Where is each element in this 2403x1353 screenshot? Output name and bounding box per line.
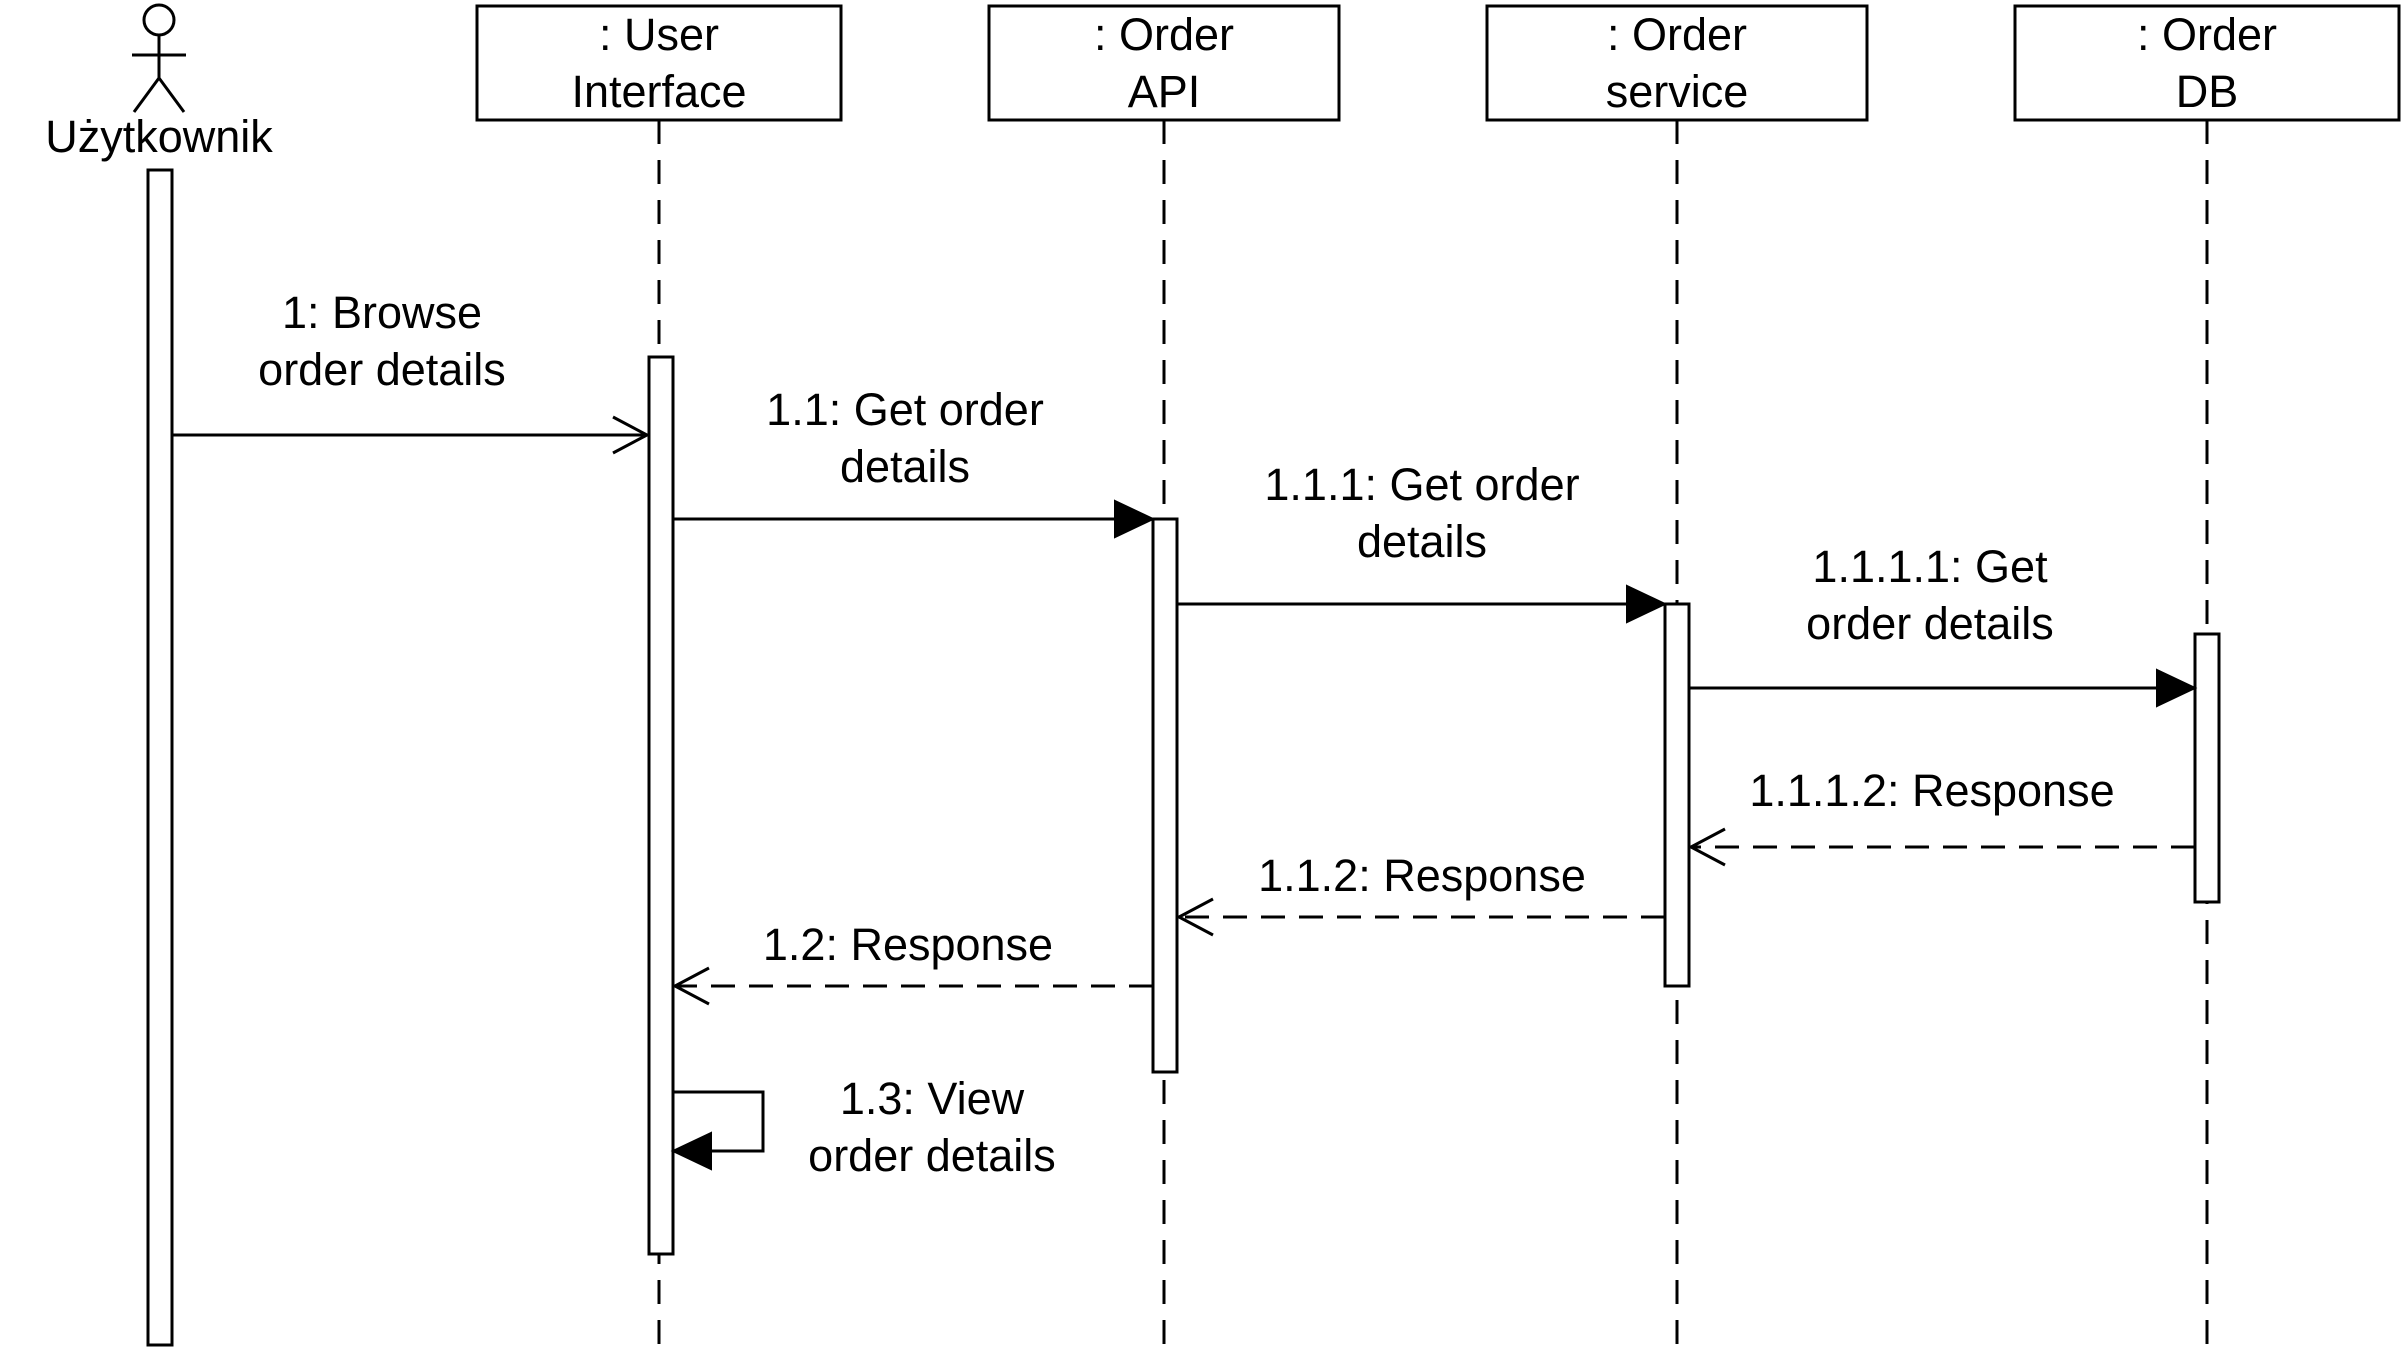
message-label: 1.2: Response [763,919,1053,970]
lifeline-order-service: : Order service [1485,4,1869,1353]
message-label-line2: details [1357,516,1487,567]
message-label: 1.1.2: Response [1258,850,1586,901]
message-1-1-1-2-response: 1.1.1.2: Response [1687,765,2195,867]
lifeline-label-line2: Interface [571,66,746,117]
message-label-line2: order details [258,344,506,395]
lifeline-label-line1: : Order [1094,9,1234,60]
actor-name: Użytkownik [45,111,273,162]
filled-arrowhead-icon [1114,499,1156,539]
message-label: 1.1.1.2: Response [1749,765,2114,816]
activation-bar-actor [146,168,174,1347]
message-label-line2: details [840,441,970,492]
stick-figure-icon [132,3,186,113]
lifeline-box [475,4,843,122]
lifeline-box [987,4,1341,122]
open-arrowhead-icon [1175,897,1214,937]
activation-bar-user-interface [647,355,675,1256]
message-self-loop-line [673,1090,765,1153]
activation-bar-order-service [1663,602,1691,988]
filled-arrowhead-icon [1626,584,1668,624]
lifeline-label-line2: DB [2176,66,2239,117]
message-label-line1: 1.1.1.1: Get [1812,541,2048,592]
lifeline-order-api: : Order API [987,4,1341,1353]
filled-arrowhead-icon [670,1131,712,1171]
message-label-line2: order details [1806,598,2054,649]
message-label-line2: order details [808,1130,1056,1181]
message-label-line1: 1: Browse [282,287,482,338]
actor-uzytkownik: Użytkownik [45,3,273,162]
open-arrowhead-icon [1687,827,1726,867]
message-label-line1: 1.1.1: Get order [1264,459,1579,510]
activation-bar-order-api [1151,517,1179,1074]
message-1-1-get-order-details: 1.1: Get order details [673,384,1156,539]
open-arrowhead-icon [612,415,651,455]
filled-arrowhead-icon [2156,668,2198,708]
message-1-1-2-response: 1.1.2: Response [1175,850,1665,937]
lifeline-label-line2: service [1606,66,1749,117]
message-1-3-view-order-details: 1.3: View order details [670,1073,1056,1181]
message-1-1-1-1-get-order-details: 1.1.1.1: Get order details [1689,541,2198,708]
lifeline-box [2013,4,2401,122]
activation-bar-order-db [2193,632,2221,904]
message-1-1-1-get-order-details: 1.1.1: Get order details [1177,459,1668,624]
lifeline-label-line1: : Order [2137,9,2277,60]
message-1-2-response: 1.2: Response [671,919,1153,1006]
lifeline-label-line1: : User [599,9,719,60]
open-arrowhead-icon [671,966,710,1006]
message-label-line1: 1.3: View [840,1073,1025,1124]
message-label-line1: 1.1: Get order [766,384,1044,435]
lifeline-label-line2: API [1128,66,1201,117]
lifeline-box [1485,4,1869,122]
message-1-browse-order-details: 1: Browse order details [172,287,651,455]
lifeline-label-line1: : Order [1607,9,1747,60]
